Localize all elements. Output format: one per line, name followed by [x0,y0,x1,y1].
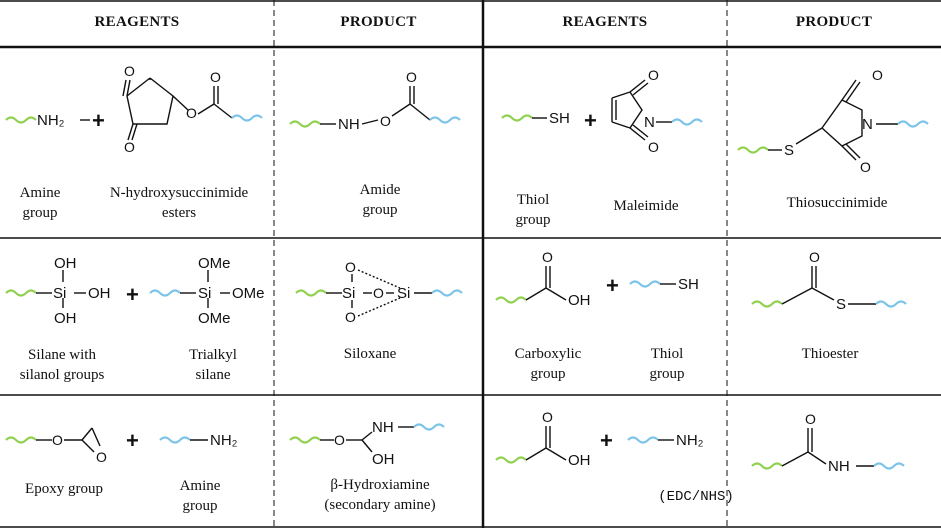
label-nhs-esters: N-hydroxysuccinimide esters [109,185,249,221]
header-reagents-right: REAGENTS [562,14,648,30]
label-carboxylic-group: Carboxylic group [514,346,582,382]
thiosuccinimide-structure [736,79,930,161]
ome-atom: OMe [198,255,231,272]
o-atom: O [345,309,356,325]
thiol-structure-2 [628,280,676,288]
nh-atom: NH [372,419,394,436]
o-atom: O [872,67,883,83]
header-product-right: PRODUCT [795,14,873,30]
nh-atom: NH [338,116,360,133]
oh-atom: OH [372,451,395,468]
thiol-structure [500,114,547,122]
silanol-structure [4,270,86,308]
label-thiosuccinimide: Thiosuccinimide [786,195,888,211]
hydroxiamine-structure [288,423,446,453]
label-thioester: Thioester [801,346,859,362]
label-beta-hydroxiamine: β-Hydroxiamine (secondary amine) [324,477,436,513]
header-product-left: PRODUCT [340,14,417,30]
si-atom: Si [198,285,211,302]
o-atom: O [96,449,107,465]
sh-atom: SH [678,276,699,293]
carboxylic-structure [494,266,567,304]
label-siloxane: Siloxane [343,346,397,362]
si-atom: Si [342,285,355,302]
o-atom: O [542,409,553,425]
o-atom: O [124,139,135,155]
o-atom: O [373,285,384,301]
label-thiol-group: Thiol group [515,192,551,228]
amine-structure-3 [626,436,674,444]
o-atom: O [809,249,820,265]
oh-atom: OH [568,452,591,469]
nh-atom: NH [828,458,850,475]
o-atom: O [860,159,871,175]
si-atom: Si [397,285,410,302]
o-atom: O [124,63,135,79]
nh2-atom: NH₂ [676,432,704,449]
oh-atom: OH [54,255,77,272]
oh-atom: OH [88,285,111,302]
amide-structure [288,86,462,128]
nh2-atom: NH₂ [210,432,238,449]
maleimide-structure [611,79,704,141]
thioester-structure [750,266,908,308]
s-atom: S [784,142,794,159]
siloxane-structure [294,269,464,317]
amine-structure [4,116,90,124]
oh-atom: OH [54,310,77,327]
si-atom: Si [53,285,66,302]
o-atom: O [334,432,345,448]
label-epoxy-group: Epoxy group [25,481,103,497]
plus-sign: + [92,108,105,133]
o-atom: O [52,432,63,448]
label-maleimide: Maleimide [613,198,679,214]
o-atom: O [648,67,659,83]
trialkyl-silane-structure [148,270,230,308]
carboxylic-structure-2 [494,426,567,464]
ome-atom: OMe [198,310,231,327]
o-atom: O [648,139,659,155]
plus-sign: + [126,428,139,453]
n-atom: N [862,116,873,133]
o-atom: O [542,249,553,265]
label-trialkyl-silane: Trialkyl silane [189,347,237,383]
label-amide-group: Amide group [359,182,401,218]
o-atom: O [380,113,391,129]
o-atom: O [406,69,417,85]
o-atom: O [210,69,221,85]
epoxy-structure [4,427,101,453]
plus-sign: + [584,108,597,133]
amide-structure-2 [750,428,906,470]
amine-structure-2 [158,436,208,444]
label-thiol-group-2: Thiol group [649,346,685,382]
o-atom: O [345,259,356,275]
plus-sign: + [126,282,139,307]
header-reagents-left: REAGENTS [94,14,180,30]
o-atom: O [186,105,197,121]
nh2-atom: NH₂ [37,112,65,129]
label-edc-nhs: (EDC/NHS) [658,489,734,505]
s-atom: S [836,296,846,313]
label-amine-group: Amine group [19,185,61,221]
oh-atom: OH [568,292,591,309]
nhs-ester-structure [122,77,264,141]
ome-atom: OMe [232,285,265,302]
plus-sign: + [600,428,613,453]
plus-sign: + [606,273,619,298]
o-atom: O [805,411,816,427]
n-atom: N [644,114,655,131]
label-silane-silanol: Silane with silanol groups [19,347,105,383]
label-amine-group-2: Amine group [179,478,221,514]
sh-atom: SH [549,110,570,127]
